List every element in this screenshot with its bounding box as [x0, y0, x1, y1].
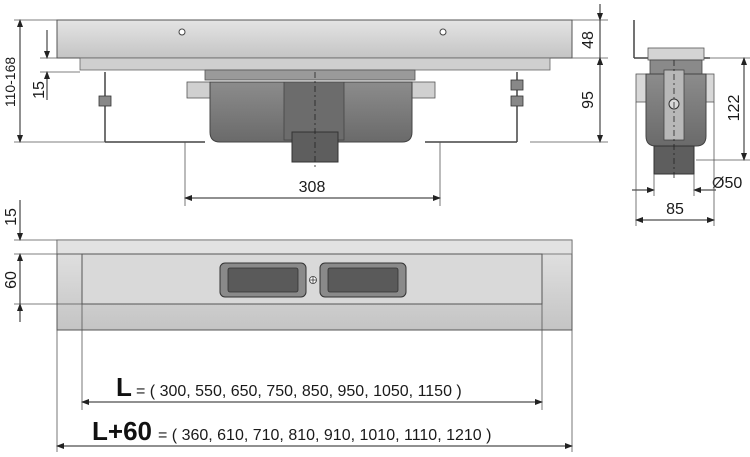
mount-hole-left	[178, 28, 186, 36]
grate-plate	[56, 19, 573, 59]
drain-center-block	[283, 81, 345, 141]
front-view: 48 95 110-168 15 308	[2, 4, 608, 206]
dim-height-range: 110-168	[2, 57, 18, 108]
plate-lower-band	[79, 57, 551, 71]
L60-label: L+60	[92, 416, 152, 446]
top-dim-flange: 15	[3, 208, 20, 226]
side-grate-top	[647, 47, 705, 61]
side-dim-outlet-diameter: Ø50	[712, 175, 742, 192]
dim-body-height: 95	[580, 91, 597, 109]
foot-right	[425, 72, 524, 143]
foot-left	[98, 72, 205, 143]
top-dim-channel-width: 60	[3, 271, 20, 289]
L60-values: = ( 360, 610, 710, 810, 910, 1010, 1110,…	[158, 427, 491, 444]
L-label: L	[116, 372, 132, 402]
top-frame-band	[56, 239, 573, 255]
dim-flange-front: 15	[31, 81, 48, 99]
side-dim-width: 85	[666, 201, 684, 218]
dim-outlet-width: 308	[299, 179, 326, 196]
side-view: 122 Ø50 85	[632, 20, 750, 226]
body-collar	[204, 69, 416, 81]
L-values: = ( 300, 550, 650, 750, 850, 950, 1050, …	[136, 383, 462, 400]
mount-hole-right	[439, 28, 447, 36]
side-dim-height: 122	[726, 95, 743, 122]
top-view: 15 60 L = ( 300, 550, 650, 750, 850, 950…	[3, 200, 573, 452]
dim-top-thickness: 48	[580, 31, 597, 49]
